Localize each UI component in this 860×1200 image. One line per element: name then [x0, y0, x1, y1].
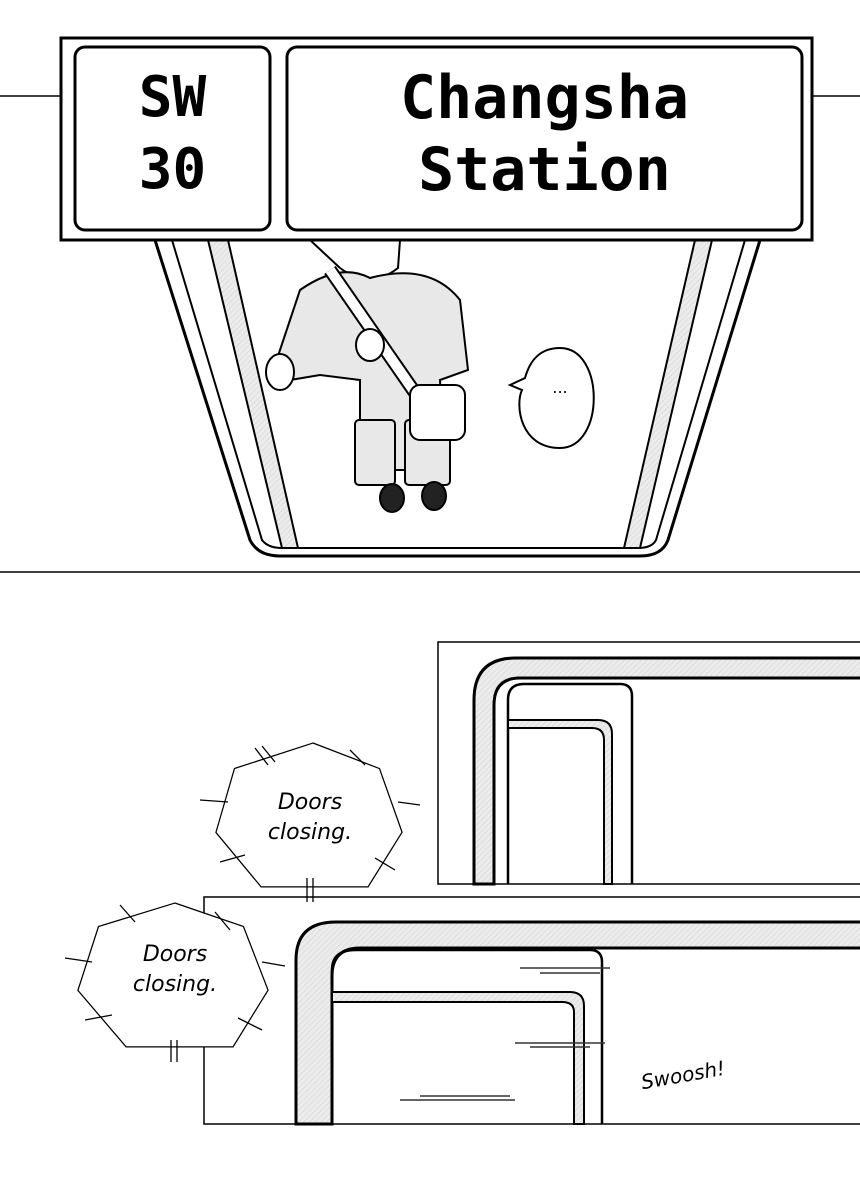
station-name-line2: Station — [418, 135, 671, 205]
panel-door-closing-1 — [437, 641, 860, 886]
speech-bubble — [507, 346, 595, 450]
announcement-line: closing. — [132, 972, 218, 997]
speech-ellipsis: ... — [552, 378, 568, 397]
station-code-line2: 30 — [138, 137, 207, 202]
panel-door-closing-2 — [203, 896, 860, 1126]
announcement-line: closing. — [267, 820, 353, 845]
panel-station — [0, 36, 860, 573]
station-code-line1: SW — [138, 65, 207, 130]
announcement-text-2: Doors closing. — [110, 940, 240, 1000]
motion-lines — [400, 967, 610, 1101]
station-name-line1: Changsha — [400, 63, 689, 133]
announcement-text-1: Doors closing. — [245, 788, 375, 848]
character-figure — [265, 239, 470, 513]
announcement-bubble-1 — [199, 742, 421, 902]
announcement-bubble-2 — [64, 902, 286, 1062]
announcement-line: Doors — [142, 942, 208, 967]
station-name: Changsha Station — [287, 62, 802, 206]
announcement-line: Doors — [277, 790, 343, 815]
station-code: SW 30 — [75, 62, 270, 206]
